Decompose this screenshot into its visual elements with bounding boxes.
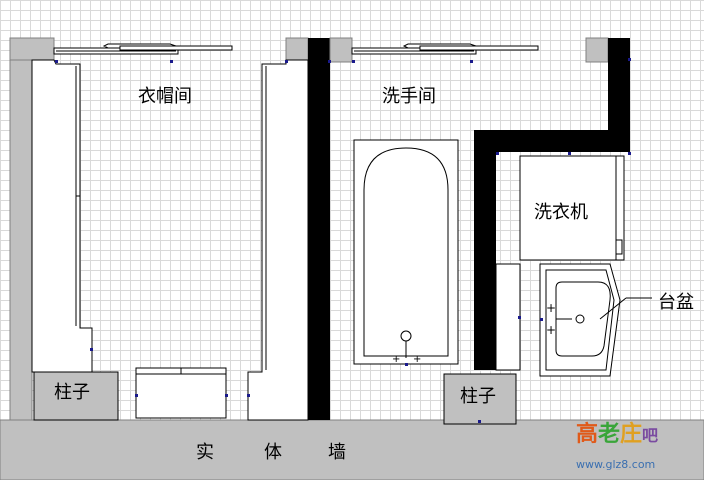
washroom-label: 洗手间: [382, 86, 436, 107]
center-black-wall: [308, 38, 330, 420]
pillar-right-label: 柱子: [460, 386, 496, 407]
closet-right-cabinet: [247, 59, 309, 421]
svg-text:+: +: [546, 301, 556, 315]
solid-wall-char-1: 实: [196, 442, 214, 463]
svg-text:+: +: [413, 354, 421, 365]
watermark-logo: 高老庄吧: [576, 424, 658, 446]
right-black-wall: [474, 38, 630, 370]
logo-char-4: 吧: [642, 426, 659, 445]
left-outer-wall: [9, 37, 33, 421]
pillar-right: [443, 373, 517, 425]
center-black-wall-corner: [308, 38, 330, 60]
pillar-left: [33, 371, 119, 421]
watermark: 高老庄吧 www.glz8.com: [576, 424, 696, 476]
svg-text:+: +: [546, 323, 556, 337]
solid-wall-char-2: 体: [264, 442, 282, 463]
washer-label: 洗衣机: [534, 202, 588, 223]
closet-left-cabinet: [31, 59, 93, 373]
solid-wall-char-3: 墙: [328, 442, 346, 463]
svg-text:+: +: [392, 354, 400, 365]
pillar-left-label: 柱子: [54, 382, 90, 403]
logo-char-2: 老: [598, 422, 621, 447]
closet-label: 衣帽间: [138, 86, 192, 107]
window-closet: [53, 43, 233, 55]
solid-wall-base: [0, 419, 704, 480]
center-wall-stub-2: [329, 37, 353, 63]
center-wall-stub: [285, 37, 309, 63]
basin-vanity: + +: [495, 263, 652, 377]
bathtub: + +: [353, 139, 459, 365]
top-left-wall-stub: [9, 37, 55, 61]
right-wall-stub: [585, 37, 609, 63]
watermark-url: www.glz8.com: [576, 458, 656, 471]
closet-bench: [135, 367, 227, 419]
window-washroom: [351, 43, 539, 55]
logo-char-1: 高: [576, 422, 599, 447]
washing-machine: [519, 155, 625, 261]
basin-label: 台盆: [658, 292, 694, 313]
snap-markers: [55, 58, 631, 423]
logo-char-3: 庄: [620, 422, 643, 447]
